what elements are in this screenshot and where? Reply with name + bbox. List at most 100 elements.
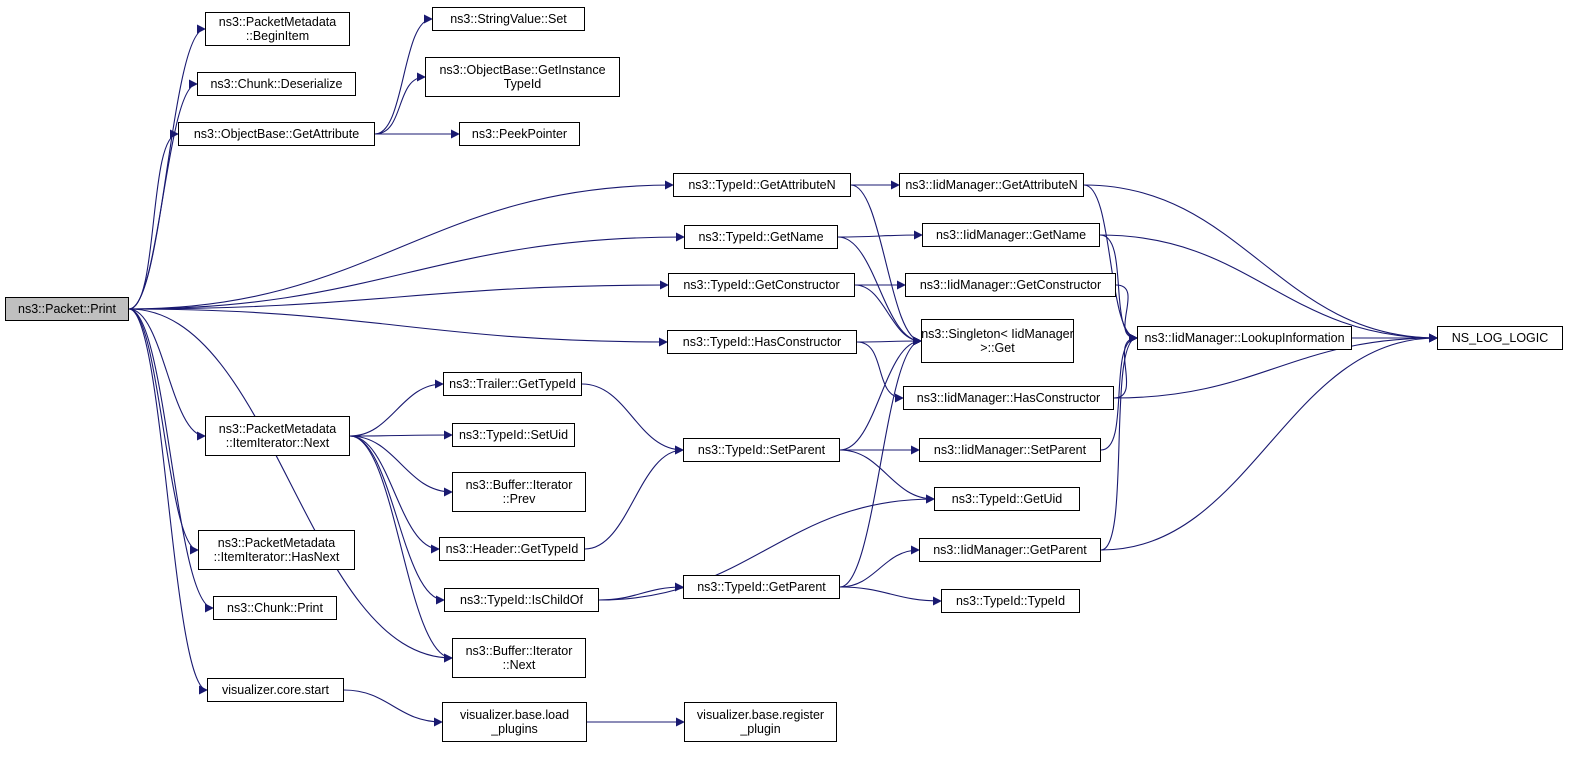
node-label: ns3::Buffer::Iterator [465, 644, 573, 658]
node-label: ns3::IidManager::GetAttributeN [905, 178, 1078, 192]
edge-itnext-to-setuid [349, 430, 453, 440]
node-print[interactable]: ns3::Packet::Print [5, 297, 129, 321]
node-label: ns3::ObjectBase::GetInstance [439, 63, 606, 77]
edge-print-to-vizstart [128, 308, 208, 695]
node-iid_getattrn[interactable]: ns3::IidManager::GetAttributeN [899, 173, 1084, 197]
node-label: ns3::TypeId::GetName [698, 230, 824, 244]
edge-trailer-to-setparent [581, 383, 684, 455]
node-label: ::ItemIterator::Next [225, 436, 330, 450]
edge-iid_setparent-to-lookup [1100, 333, 1138, 451]
node-setparent[interactable]: ns3::TypeId::SetParent [683, 438, 840, 462]
edge-setparent-to-singleton [839, 336, 922, 451]
node-label: ns3::TypeId::GetConstructor [683, 278, 840, 292]
node-typeid[interactable]: ns3::TypeId::TypeId [941, 589, 1080, 613]
node-lookup[interactable]: ns3::IidManager::LookupInformation [1137, 326, 1352, 350]
node-label: ns3::TypeId::GetAttributeN [688, 178, 836, 192]
node-label: ns3::IidManager::LookupInformation [1144, 331, 1345, 345]
node-registerplugin[interactable]: visualizer.base.register_plugin [684, 702, 837, 742]
node-label: ns3::Packet::Print [18, 302, 116, 316]
node-label: visualizer.base.load [459, 708, 570, 722]
node-label: >::Get [980, 341, 1015, 355]
node-label: ns3::IidManager::SetParent [933, 443, 1087, 457]
node-iid_setparent[interactable]: ns3::IidManager::SetParent [919, 438, 1101, 462]
node-iid_getctor[interactable]: ns3::IidManager::GetConstructor [905, 273, 1116, 297]
node-beginitem[interactable]: ns3::PacketMetadata::BeginItem [205, 12, 350, 46]
edge-setparent-to-getuid [839, 449, 935, 504]
node-label: NS_LOG_LOGIC [1451, 331, 1549, 345]
node-iid_getname[interactable]: ns3::IidManager::GetName [922, 223, 1100, 247]
node-label: ns3::IidManager::GetParent [933, 543, 1087, 557]
node-hasnext[interactable]: ns3::PacketMetadata::ItemIterator::HasNe… [198, 530, 355, 570]
node-label: ns3::IidManager::GetConstructor [919, 278, 1102, 292]
node-getparent[interactable]: ns3::TypeId::GetParent [683, 575, 840, 599]
edge-getparent-to-typeid [839, 586, 942, 606]
node-chunkprint[interactable]: ns3::Chunk::Print [213, 596, 337, 620]
edge-print-to-itnext [128, 308, 206, 441]
node-setuid[interactable]: ns3::TypeId::SetUid [452, 423, 575, 447]
node-getattribute[interactable]: ns3::ObjectBase::GetAttribute [178, 122, 375, 146]
node-label: ns3::Chunk::Deserialize [210, 77, 343, 91]
node-tid_hasctor[interactable]: ns3::TypeId::HasConstructor [667, 330, 857, 354]
edge-iid_getname-to-nslog [1099, 234, 1438, 343]
edge-print-to-deserialize [128, 79, 198, 310]
node-label: ns3::StringValue::Set [450, 12, 567, 26]
edge-itnext-to-bufprev [349, 435, 453, 497]
node-label: ns3::TypeId::GetParent [697, 580, 826, 594]
node-label: ns3::Singleton< IidManager [921, 327, 1074, 341]
node-label: ::BeginItem [245, 29, 310, 43]
node-vizstart[interactable]: visualizer.core.start [207, 678, 344, 702]
edge-print-to-tid_getattrn [128, 180, 674, 310]
edge-print-to-tid_getname [128, 232, 685, 310]
edge-print-to-bufnext [128, 308, 453, 663]
node-header[interactable]: ns3::Header::GetTypeId [439, 537, 585, 561]
node-trailer[interactable]: ns3::Trailer::GetTypeId [443, 372, 582, 396]
edge-iid_getname-to-lookup [1099, 234, 1138, 343]
node-ischildof[interactable]: ns3::TypeId::IsChildOf [444, 588, 599, 612]
edge-itnext-to-trailer [349, 379, 444, 437]
node-singleton[interactable]: ns3::Singleton< IidManager>::Get [921, 319, 1074, 363]
node-label: ns3::TypeId::TypeId [955, 594, 1066, 608]
node-label: _plugins [491, 722, 538, 736]
edge-ischildof-to-getuid [598, 494, 935, 601]
node-label: ns3::Trailer::GetTypeId [449, 377, 576, 391]
edge-getattribute-to-stringset [374, 14, 433, 135]
node-label: ::Next [502, 658, 536, 672]
node-tid_getname[interactable]: ns3::TypeId::GetName [684, 225, 838, 249]
node-label: ns3::TypeId::GetUid [951, 492, 1063, 506]
node-tid_getattrn[interactable]: ns3::TypeId::GetAttributeN [673, 173, 851, 197]
node-iid_getparent[interactable]: ns3::IidManager::GetParent [919, 538, 1101, 562]
node-label: ns3::PacketMetadata [218, 15, 337, 29]
edge-iid_getattrn-to-nslog [1083, 184, 1438, 343]
node-bufprev[interactable]: ns3::Buffer::Iterator::Prev [452, 472, 586, 512]
edge-itnext-to-ischildof [349, 435, 445, 605]
edge-tid_hasctor-to-singleton [856, 336, 922, 346]
node-nslog[interactable]: NS_LOG_LOGIC [1437, 326, 1563, 350]
node-label: ns3::Chunk::Print [227, 601, 323, 615]
edge-print-to-getattribute [128, 129, 179, 310]
node-peekpointer[interactable]: ns3::PeekPointer [459, 122, 580, 146]
node-label: ns3::TypeId::SetParent [697, 443, 826, 457]
node-label: ns3::Header::GetTypeId [445, 542, 579, 556]
node-deserialize[interactable]: ns3::Chunk::Deserialize [197, 72, 356, 96]
edge-print-to-tid_getctor [128, 280, 669, 310]
node-tid_getctor[interactable]: ns3::TypeId::GetConstructor [668, 273, 855, 297]
node-label: ns3::PeekPointer [471, 127, 568, 141]
node-itnext[interactable]: ns3::PacketMetadata::ItemIterator::Next [205, 416, 350, 456]
edge-tid_hasctor-to-iid_hasctor [856, 341, 904, 403]
node-stringset[interactable]: ns3::StringValue::Set [432, 7, 585, 31]
node-bufnext[interactable]: ns3::Buffer::Iterator::Next [452, 638, 586, 678]
edge-iid_getparent-to-nslog [1100, 333, 1438, 551]
node-iid_hasctor[interactable]: ns3::IidManager::HasConstructor [903, 386, 1114, 410]
edge-tid_getname-to-iid_getname [837, 230, 923, 240]
edge-print-to-chunkprint [128, 308, 214, 613]
node-loadplugins[interactable]: visualizer.base.load_plugins [442, 702, 587, 742]
node-label: ns3::TypeId::HasConstructor [682, 335, 842, 349]
edge-ischildof-to-getparent [598, 582, 684, 601]
edge-vizstart-to-loadplugins [343, 689, 443, 727]
edge-iid_getparent-to-lookup [1100, 333, 1138, 551]
node-getuid[interactable]: ns3::TypeId::GetUid [934, 487, 1080, 511]
node-label: ::Prev [502, 492, 536, 506]
